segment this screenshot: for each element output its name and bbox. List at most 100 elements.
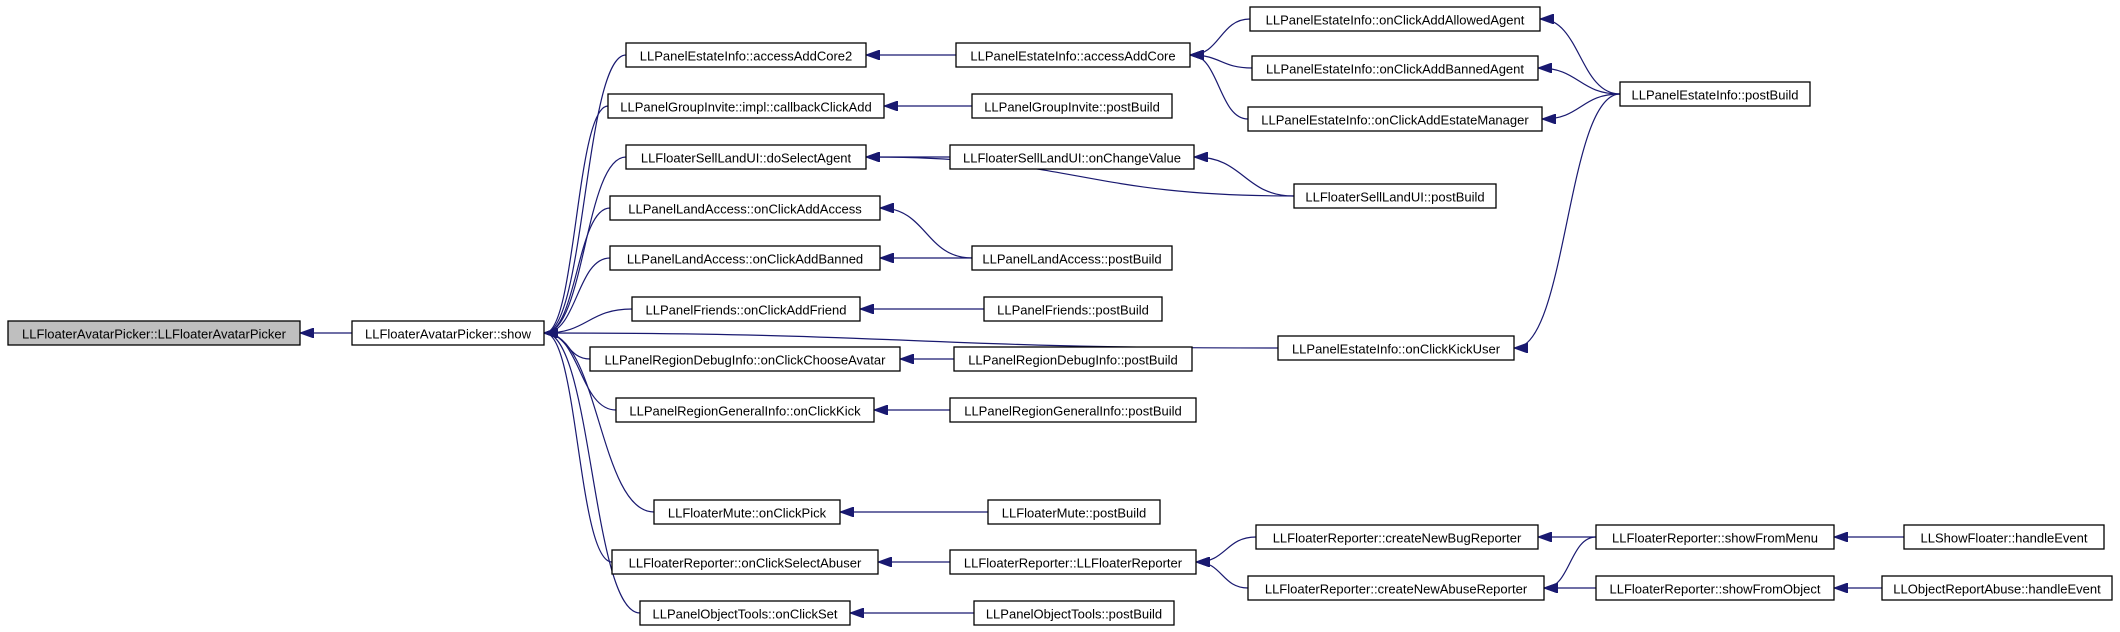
function-node-box xyxy=(971,93,1173,119)
function-node-box xyxy=(955,42,1191,68)
function-node-box xyxy=(1277,335,1515,361)
function-node-box xyxy=(611,549,879,575)
function-node-mutepick[interactable]: LLFloaterMute::onClickPick xyxy=(653,499,841,525)
function-node-box xyxy=(1903,524,2105,550)
function-node-show[interactable]: LLFloaterAvatarPicker::show xyxy=(351,320,545,346)
function-node-changevalue[interactable]: LLFloaterSellLandUI::onChangeValue xyxy=(949,144,1195,170)
function-node-allowed[interactable]: LLPanelEstateInfo::onClickAddAllowedAgen… xyxy=(1249,6,1541,32)
function-node-box xyxy=(1595,524,1835,550)
function-node-addaccess[interactable]: LLPanelLandAccess::onClickAddAccess xyxy=(609,195,881,221)
function-node-label: LLPanelObjectTools::onClickSet xyxy=(653,607,838,622)
function-node-box xyxy=(609,195,881,221)
function-node-bugrep[interactable]: LLFloaterReporter::createNewBugReporter xyxy=(1255,524,1539,550)
function-node-kick[interactable]: LLPanelRegionGeneralInfo::onClickKick xyxy=(615,397,875,423)
function-node-box xyxy=(1247,575,1545,601)
function-node-grouppb[interactable]: LLPanelGroupInvite::postBuild xyxy=(971,93,1173,119)
function-node-label: LLFloaterReporter::showFromObject xyxy=(1610,582,1821,597)
function-node-label: LLPanelEstateInfo::accessAddCore xyxy=(970,49,1175,64)
function-node-chooseavatar[interactable]: LLPanelRegionDebugInfo::onClickChooseAva… xyxy=(589,346,901,372)
function-node-box xyxy=(1247,106,1543,132)
function-node-objabuse[interactable]: LLObjectReportAbuse::handleEvent xyxy=(1881,575,2113,601)
function-node-label: LLPanelLandAccess::onClickAddAccess xyxy=(628,202,862,217)
function-node-label: LLPanelGroupInvite::impl::callbackClickA… xyxy=(620,100,871,115)
call-edge xyxy=(1191,18,1251,55)
function-node-box xyxy=(639,600,851,626)
function-node-box xyxy=(1293,183,1497,209)
function-node-box xyxy=(1595,575,1835,601)
function-node-label: LLFloaterReporter::LLFloaterReporter xyxy=(964,556,1183,571)
call-edge xyxy=(1197,536,1257,562)
function-node-objpb[interactable]: LLPanelObjectTools::postBuild xyxy=(973,600,1175,626)
function-node-showobject[interactable]: LLFloaterReporter::showFromObject xyxy=(1595,575,1835,601)
call-edge xyxy=(545,333,655,513)
function-node-label: LLFloaterReporter::showFromMenu xyxy=(1612,531,1818,546)
call-edge xyxy=(545,207,611,333)
function-node-abuserep[interactable]: LLFloaterReporter::createNewAbuseReporte… xyxy=(1247,575,1545,601)
call-edge xyxy=(545,156,627,333)
function-node-box xyxy=(631,296,861,322)
function-node-core[interactable]: LLPanelEstateInfo::accessAddCore xyxy=(955,42,1191,68)
function-node-label: LLPanelEstateInfo::onClickAddEstateManag… xyxy=(1261,113,1529,128)
call-edge xyxy=(1545,536,1597,588)
function-node-groupcb[interactable]: LLPanelGroupInvite::impl::callbackClickA… xyxy=(607,93,885,119)
function-node-manager[interactable]: LLPanelEstateInfo::onClickAddEstateManag… xyxy=(1247,106,1543,132)
function-node-selectagent[interactable]: LLFloaterSellLandUI::doSelectAgent xyxy=(625,144,867,170)
call-edge xyxy=(545,333,1279,349)
function-node-label: LLPanelLandAccess::onClickAddBanned xyxy=(627,252,863,267)
function-node-friendspb[interactable]: LLPanelFriends::postBuild xyxy=(983,296,1163,322)
function-node-showmenu[interactable]: LLFloaterReporter::showFromMenu xyxy=(1595,524,1835,550)
function-node-addfriend[interactable]: LLPanelFriends::onClickAddFriend xyxy=(631,296,861,322)
function-node-label: LLFloaterReporter::onClickSelectAbuser xyxy=(629,556,862,571)
function-node-box xyxy=(983,296,1163,322)
function-node-core2[interactable]: LLPanelEstateInfo::accessAddCore2 xyxy=(625,42,867,68)
function-node-box xyxy=(953,346,1193,372)
function-node-label: LLPanelEstateInfo::onClickAddBannedAgent xyxy=(1266,62,1524,77)
function-node-mutepb[interactable]: LLFloaterMute::postBuild xyxy=(987,499,1161,525)
call-edge xyxy=(1197,562,1249,589)
function-node-box xyxy=(1251,55,1539,81)
function-node-box xyxy=(1255,524,1539,550)
function-node-sellpb[interactable]: LLFloaterSellLandUI::postBuild xyxy=(1293,183,1497,209)
function-node-showfloater[interactable]: LLShowFloater::handleEvent xyxy=(1903,524,2105,550)
function-node-label: LLPanelObjectTools::postBuild xyxy=(986,607,1162,622)
function-node-addbanned[interactable]: LLPanelLandAccess::onClickAddBanned xyxy=(609,245,881,271)
function-node-box xyxy=(987,499,1161,525)
function-node-estatepb[interactable]: LLPanelEstateInfo::postBuild xyxy=(1619,81,1811,107)
function-node-box xyxy=(589,346,901,372)
call-edge xyxy=(1541,19,1621,95)
function-node-box xyxy=(949,397,1197,423)
function-node-kickuser[interactable]: LLPanelEstateInfo::onClickKickUser xyxy=(1277,335,1515,361)
function-node-label: LLPanelEstateInfo::onClickKickUser xyxy=(1292,342,1501,357)
function-node-debugpb[interactable]: LLPanelRegionDebugInfo::postBuild xyxy=(953,346,1193,372)
function-node-box xyxy=(7,320,301,346)
function-node-landpb[interactable]: LLPanelLandAccess::postBuild xyxy=(971,245,1173,271)
function-node-box xyxy=(973,600,1175,626)
function-node-box xyxy=(949,144,1195,170)
function-node-label: LLPanelRegionDebugInfo::onClickChooseAva… xyxy=(605,353,887,368)
function-node-label: LLPanelGroupInvite::postBuild xyxy=(984,100,1160,115)
function-node-reporterctor[interactable]: LLFloaterReporter::LLFloaterReporter xyxy=(949,549,1197,575)
function-node-label: LLFloaterReporter::createNewBugReporter xyxy=(1273,531,1522,546)
call-edge xyxy=(545,333,613,563)
call-edge xyxy=(1195,157,1295,197)
function-node-box xyxy=(351,320,545,346)
function-node-generalpb[interactable]: LLPanelRegionGeneralInfo::postBuild xyxy=(949,397,1197,423)
function-node-box xyxy=(1881,575,2113,601)
function-node-selectabuser[interactable]: LLFloaterReporter::onClickSelectAbuser xyxy=(611,549,879,575)
function-node-box xyxy=(609,245,881,271)
function-node-box xyxy=(615,397,875,423)
function-node-label: LLPanelLandAccess::postBuild xyxy=(982,252,1161,267)
function-node-box xyxy=(1249,6,1541,32)
function-node-bannedagent[interactable]: LLPanelEstateInfo::onClickAddBannedAgent xyxy=(1251,55,1539,81)
call-edge xyxy=(1191,55,1249,120)
call-edge xyxy=(1515,93,1621,348)
function-node-objset[interactable]: LLPanelObjectTools::onClickSet xyxy=(639,600,851,626)
function-node-box xyxy=(1619,81,1811,107)
function-node-label: LLObjectReportAbuse::handleEvent xyxy=(1893,582,2101,597)
call-edge xyxy=(545,54,627,333)
function-node-root[interactable]: LLFloaterAvatarPicker::LLFloaterAvatarPi… xyxy=(7,320,301,346)
function-node-label: LLPanelEstateInfo::accessAddCore2 xyxy=(640,49,852,64)
function-node-box xyxy=(607,93,885,119)
function-node-box xyxy=(625,42,867,68)
